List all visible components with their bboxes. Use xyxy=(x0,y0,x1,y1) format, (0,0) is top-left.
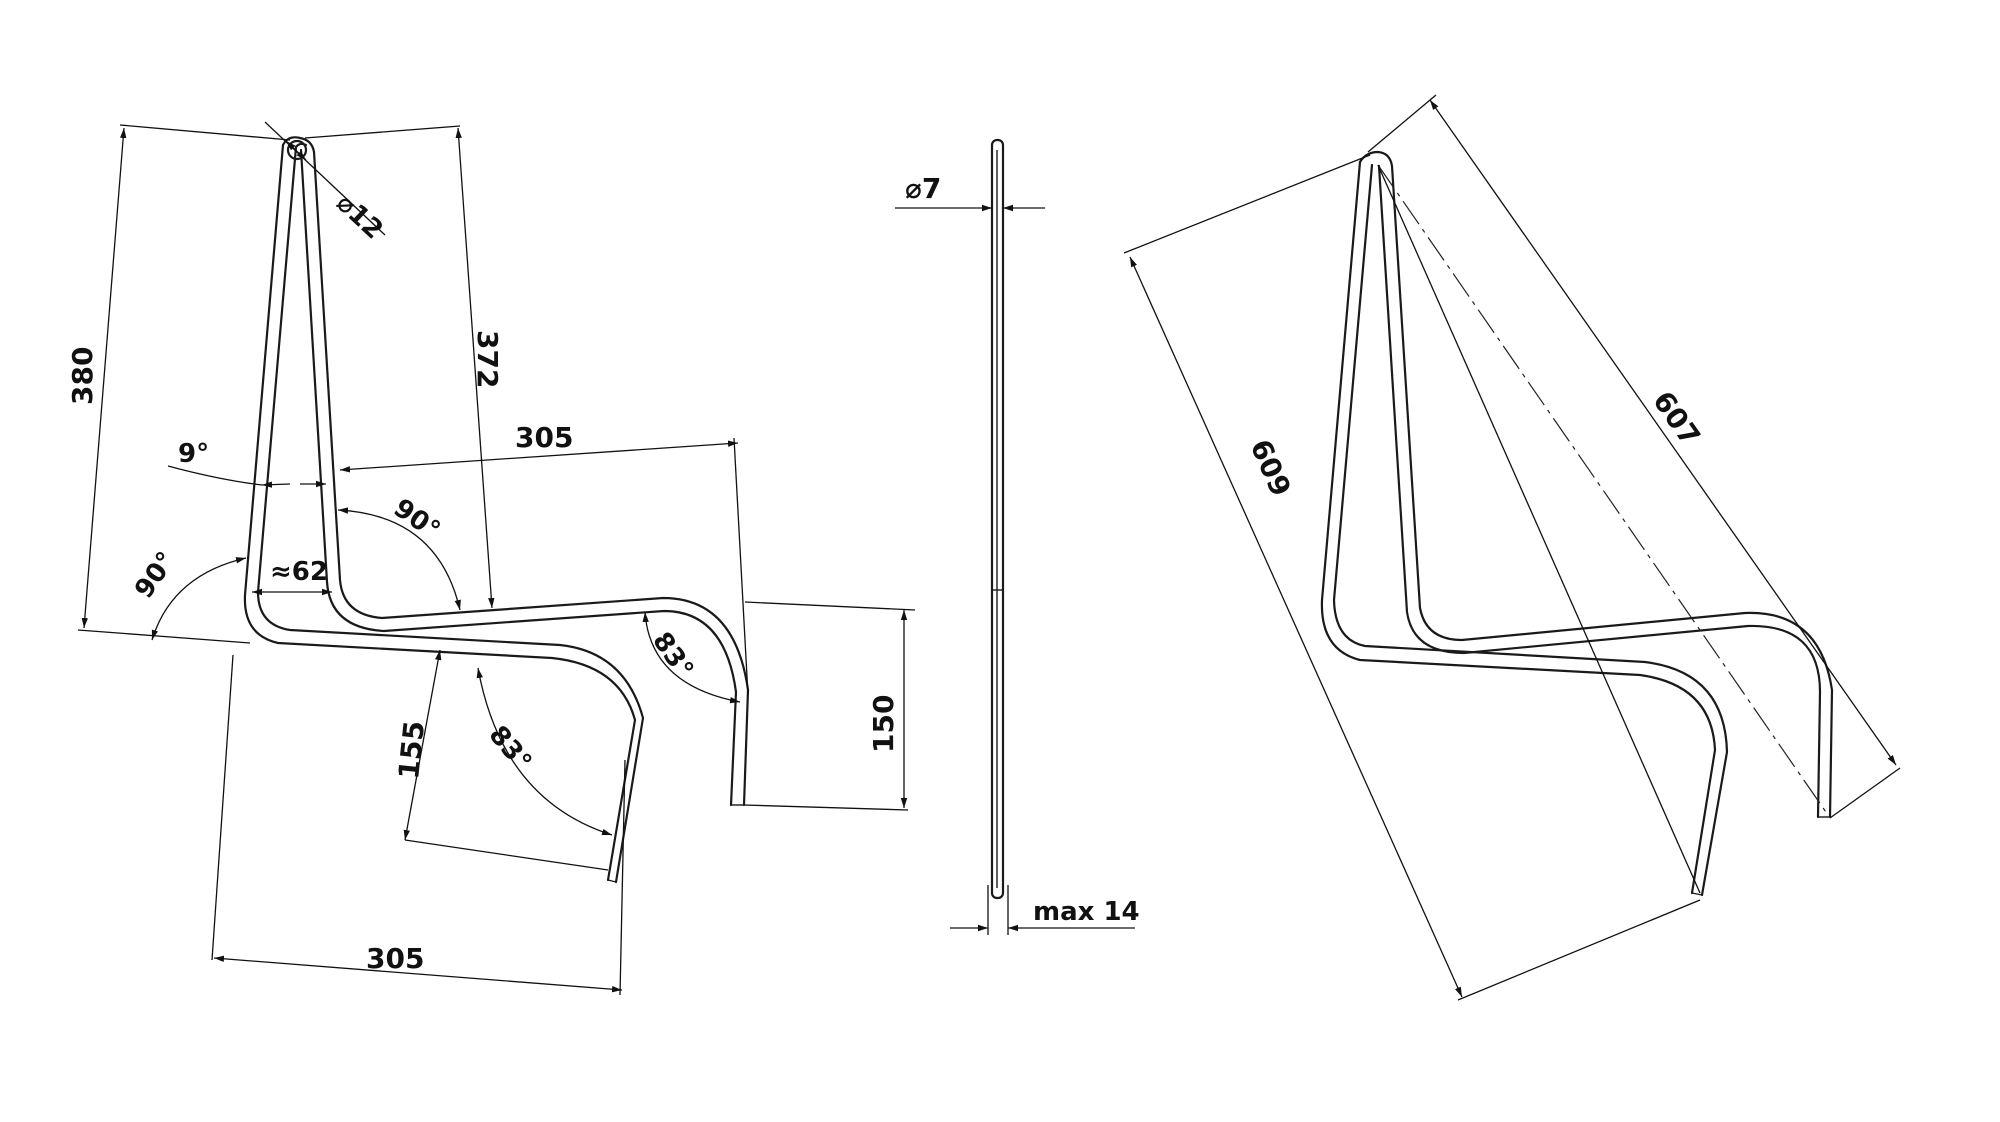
rod-side-outline xyxy=(990,138,1005,900)
dim-150-ext-bottom xyxy=(743,804,909,811)
iso-wire-top xyxy=(1358,150,1394,168)
iso-wire-right-inner xyxy=(1377,164,1822,819)
angle-lower-hook-label: 83° xyxy=(483,720,538,777)
gap-width-label: ≈62 xyxy=(270,557,328,587)
dim-609-ext-bottom xyxy=(1457,899,1701,1001)
iso-diagonal-long xyxy=(1377,164,1701,894)
dim-83deg-lower-arc xyxy=(476,667,613,836)
iso-wire-right-outer xyxy=(1390,164,1834,819)
dim-609-line xyxy=(1129,256,1463,998)
dim-305-upper-line xyxy=(339,440,739,473)
front-view: ⌀12 380 372 9° ≈62 90° 90° 305 305 xyxy=(66,121,916,996)
height-outer-label: 380 xyxy=(66,347,99,405)
hole-circle xyxy=(286,139,308,161)
wire-right-inner xyxy=(299,148,738,807)
dim-155-line xyxy=(403,649,442,841)
max-thickness-label: max 14 xyxy=(1033,897,1140,927)
dim-380-ext-top xyxy=(119,124,291,141)
dim-9deg-arrow-a xyxy=(261,481,291,488)
angle-splay-label: 9° xyxy=(178,439,209,469)
wire-right-outer xyxy=(312,150,750,807)
dim-609-ext-top xyxy=(1123,154,1371,254)
wire-left-inner xyxy=(256,145,645,884)
iso-diagonal-short xyxy=(1377,164,1829,816)
dim-607-line xyxy=(1429,99,1897,766)
dim-83deg-upper-arc xyxy=(642,611,741,704)
hook-lower-length-label: 155 xyxy=(392,719,431,781)
iso-hook-end-lower xyxy=(1691,892,1703,896)
dim-90deg-right-arc xyxy=(337,507,461,611)
iso-diag-short-label: 607 xyxy=(1646,385,1707,452)
hook-upper-length-label: 150 xyxy=(867,695,900,753)
dim-90deg-left-arc xyxy=(151,557,247,641)
hole-dim-arrows xyxy=(285,140,307,161)
dim-372-ext-top xyxy=(304,125,461,139)
hole-leader-line xyxy=(264,121,386,236)
side-view: ⌀7 max 14 xyxy=(895,138,1140,935)
wire-left-outer xyxy=(243,143,637,882)
dim-380-ext-bottom xyxy=(77,629,251,644)
iso-view: 609 607 xyxy=(1123,94,1901,1001)
rod-diameter-label: ⌀7 xyxy=(905,172,941,205)
height-inner-label: 372 xyxy=(471,330,504,388)
dim-380-line xyxy=(81,127,127,629)
iso-wire-left-inner xyxy=(1332,163,1729,897)
depth-lower-label: 305 xyxy=(366,942,424,975)
iso-wire-left-outer xyxy=(1320,160,1717,895)
wire-hook-end-lower xyxy=(607,879,617,883)
dim-9deg-leader xyxy=(167,465,263,486)
angle-upper-hook-label: 83° xyxy=(646,627,699,684)
dim-607-ext-top xyxy=(1367,94,1437,153)
angle-right-bend-label: 90° xyxy=(388,493,445,546)
dim-607-ext-bottom xyxy=(1829,767,1901,819)
hole-diameter-label: ⌀12 xyxy=(330,188,388,245)
dim-305-lower-line xyxy=(213,955,623,993)
dim-372-line xyxy=(455,127,495,609)
depth-upper-label: 305 xyxy=(515,421,573,454)
dim-305-lower-ext-left xyxy=(211,654,234,961)
dim-155-ext-bottom xyxy=(404,839,609,871)
dim-305-upper-ext xyxy=(733,437,749,696)
iso-diag-long-label: 609 xyxy=(1244,434,1298,501)
dim-150-ext-top xyxy=(744,601,916,611)
angle-left-bend-label: 90° xyxy=(129,547,182,604)
